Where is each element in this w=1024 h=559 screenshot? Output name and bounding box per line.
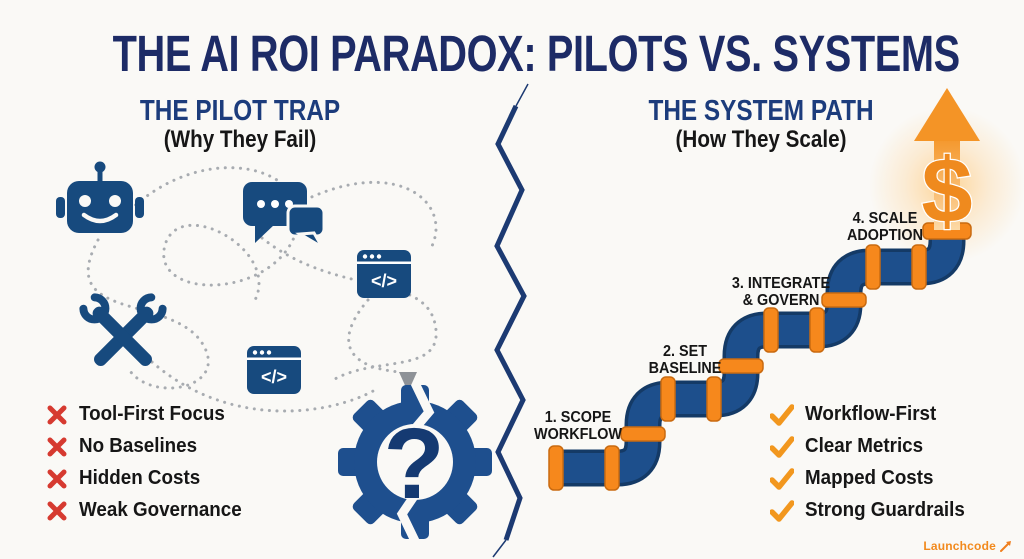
broken-gear-question-icon: ? [338, 381, 492, 545]
tangle-lines [86, 166, 438, 413]
brand-logo: Launchcode [923, 539, 1012, 553]
zigzag-divider [492, 83, 529, 558]
pipe-flange [865, 244, 881, 290]
list-item: Weak Governance [46, 499, 252, 522]
list-item: Clear Metrics [770, 435, 975, 458]
success-item-label: Mapped Costs [805, 467, 934, 489]
x-icon [47, 469, 67, 488]
step-line: BASELINE [648, 359, 722, 377]
left-section-subheader: (Why They Fail) [163, 126, 317, 153]
pipe-flange [821, 292, 867, 308]
robot-icon [56, 161, 144, 233]
check-icon [770, 467, 794, 490]
check-icon [770, 499, 794, 522]
dollar-arrow-icon: $ [914, 88, 980, 243]
step-line: & GOVERN [742, 291, 820, 309]
list-item: Tool-First Focus [46, 403, 252, 426]
list-item: No Baselines [46, 435, 252, 458]
pipe-flange [660, 376, 676, 422]
pipeline-step-label-4: 4. SCALE ADOPTION [818, 210, 953, 244]
x-icon [47, 437, 67, 456]
step-line: 3. INTEGRATE [731, 275, 831, 292]
fail-item-label: Weak Governance [79, 499, 242, 521]
left-section-header: THE PILOT TRAP [139, 95, 341, 127]
success-item-label: Workflow-First [805, 403, 937, 425]
list-item: Workflow-First [770, 403, 975, 426]
step-line: 4. SCALE [852, 210, 918, 227]
page-title: THE AI ROI PARADOX: PILOTS VS. SYSTEMS [112, 25, 961, 82]
pipeline-step-label-1: 1. SCOPE WORKFLOW [511, 409, 646, 443]
pipe-flange [620, 426, 666, 442]
wrench-icon [79, 293, 167, 366]
fail-item-label: No Baselines [79, 435, 198, 457]
pipe-flange [911, 244, 927, 290]
fail-item-label: Tool-First Focus [79, 403, 225, 425]
gray-arrowhead-icon [399, 372, 417, 392]
success-item-label: Clear Metrics [805, 435, 924, 457]
step-line: WORKFLOW [534, 425, 622, 443]
step-line: ADOPTION [846, 226, 923, 244]
success-list: Workflow-First Clear Metrics Mapped Cost… [770, 403, 975, 522]
question-mark: ? [383, 408, 444, 520]
pipe-flange [604, 445, 620, 491]
x-icon [47, 501, 67, 520]
rocket-icon [1000, 540, 1011, 552]
brand-name: Launchcode [923, 539, 996, 553]
list-item: Strong Guardrails [770, 499, 975, 522]
pipe-flange [718, 358, 764, 374]
list-item: Hidden Costs [46, 467, 252, 490]
right-section-subheader: (How They Scale) [675, 126, 847, 153]
fail-item-label: Hidden Costs [79, 467, 201, 489]
check-icon [770, 435, 794, 458]
step-line: 1. SCOPE [544, 409, 612, 426]
list-item: Mapped Costs [770, 467, 975, 490]
right-section-header: THE SYSTEM PATH [648, 95, 874, 127]
pipeline-step-label-3: 3. INTEGRATE & GOVERN [714, 275, 849, 309]
fail-list: Tool-First Focus No Baselines Hidden Cos… [46, 403, 252, 522]
gear-crack [395, 381, 435, 545]
check-icon [770, 403, 794, 426]
success-item-label: Strong Guardrails [805, 499, 965, 521]
step-line: 2. SET [662, 343, 708, 360]
pipe-flange [763, 307, 779, 353]
pipe-flange [706, 376, 722, 422]
pipe-flange [809, 307, 825, 353]
chat-icon [243, 182, 327, 252]
dollar-sign: $ [921, 140, 972, 242]
pipe-flange [548, 445, 564, 491]
pipeline-step-label-2: 2. SET BASELINE [618, 343, 753, 377]
x-icon [47, 405, 67, 424]
